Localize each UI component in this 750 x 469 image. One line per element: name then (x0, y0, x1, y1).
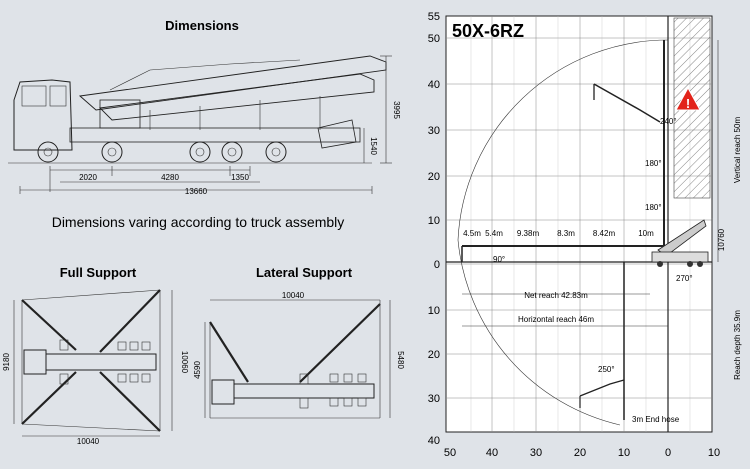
x-tick-label: 10 (618, 447, 630, 459)
x-tick-label: 30 (530, 447, 542, 459)
angle-90: 90° (493, 255, 505, 264)
side-view-dimensions: 2020 4280 1350 13660 3995 1540 (19, 55, 401, 196)
lateral-support-title: Lateral Support (256, 265, 353, 280)
x-tick-label: 50 (444, 447, 456, 459)
dim-1540: 1540 (369, 137, 378, 155)
angle-240: 240° (660, 117, 677, 126)
y-tick-label: 40 (428, 79, 440, 91)
full-support-10060: 10060 (180, 351, 189, 374)
warning-triangle-icon: ! (675, 86, 701, 111)
angle-250: 250° (598, 365, 615, 374)
dim-2020: 2020 (79, 173, 97, 182)
vertical-reach-label: Vertical reach 50m (733, 117, 742, 184)
x-axis-ticks: 50 40 30 20 10 0 10 (444, 447, 720, 459)
end-hose-label: 3m End hose (632, 415, 680, 424)
y-tick-label: 50 (428, 33, 440, 45)
angle-180-top: 180° (645, 159, 662, 168)
assembly-note: Dimensions varing according to truck ass… (52, 214, 345, 230)
boom-section-label: 4.5m (463, 229, 481, 238)
model-name: 50X-6RZ (452, 21, 524, 41)
angle-180-bottom: 180° (645, 203, 662, 212)
boom-section-label: 8.3m (557, 229, 575, 238)
dim-13660: 13660 (185, 187, 208, 196)
y-tick-label: 10 (428, 305, 440, 317)
y-tick-label: 20 (428, 349, 440, 361)
boom-section-label: 9.38m (517, 229, 540, 238)
reach-diagram (445, 15, 719, 433)
lateral-support-4590: 4590 (193, 361, 202, 379)
reach-envelope (457, 39, 669, 426)
net-reach-label: Net reach 42.83m (524, 291, 588, 300)
outrigger-height-label: 10760 (717, 228, 726, 251)
svg-text:!: ! (686, 96, 690, 111)
lateral-support-plan: 10040 4590 5480 (193, 291, 405, 419)
y-tick-label: 0 (434, 259, 440, 271)
boom-section-label: 5.4m (485, 229, 503, 238)
y-tick-label: 30 (428, 125, 440, 137)
dimensions-title: Dimensions (165, 18, 239, 33)
x-tick-label: 0 (665, 447, 671, 459)
lateral-support-5480: 5480 (396, 351, 405, 369)
x-tick-label: 40 (486, 447, 498, 459)
truck-side-view (8, 55, 387, 164)
y-tick-label: 20 (428, 171, 440, 183)
lateral-support-10040: 10040 (282, 291, 305, 300)
y-tick-label: 40 (428, 435, 440, 447)
y-tick-label: 10 (428, 215, 440, 227)
dim-3995: 3995 (392, 101, 401, 119)
dim-4280: 4280 (161, 173, 179, 182)
boom-section-labels: 4.5m 5.4m 9.38m 8.3m 8.42m 10m (463, 229, 654, 238)
dim-1350: 1350 (231, 173, 249, 182)
boom-section-label: 10m (638, 229, 654, 238)
y-tick-label: 30 (428, 393, 440, 405)
reach-depth-label: Reach depth 35.9m (733, 310, 742, 380)
boom-section-label: 8.42m (593, 229, 616, 238)
y-tick-label: 55 (428, 11, 440, 23)
full-support-9180: 9180 (2, 353, 11, 371)
full-support-plan: 9180 10060 10040 (2, 289, 189, 446)
horizontal-reach-label: Horizontal reach 46m (518, 315, 594, 324)
x-tick-label: 10 (708, 447, 720, 459)
full-support-10040: 10040 (77, 437, 100, 446)
full-support-title: Full Support (60, 265, 137, 280)
x-tick-label: 20 (574, 447, 586, 459)
angle-270: 270° (676, 274, 693, 283)
y-axis-ticks: 55 50 40 30 20 10 0 10 20 30 40 (428, 11, 440, 447)
